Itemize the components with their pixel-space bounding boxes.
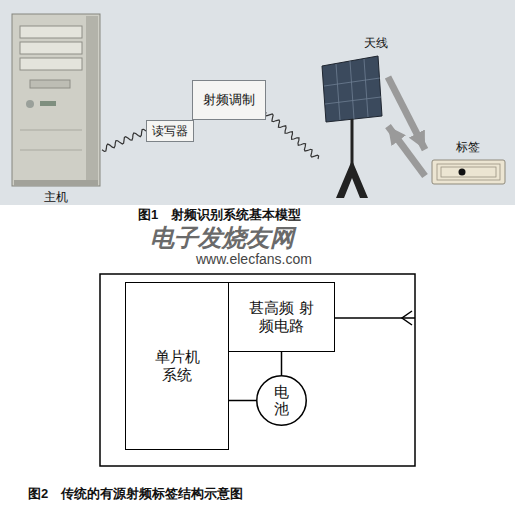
signal-arrow <box>388 126 425 176</box>
node-label: 单片机 系统 <box>152 348 202 384</box>
node-label: 电池 <box>274 384 289 417</box>
label-slot: 图1 射频识别系统基本模型 <box>138 206 301 224</box>
label-slot: 电子发烧友网 <box>150 222 294 254</box>
node-label: 读写器 <box>152 124 188 138</box>
modulation-box: 射频调制 <box>192 80 266 120</box>
wavy-cable <box>265 112 318 159</box>
rfid-tag: 标签 <box>425 140 510 188</box>
watermark-url: www.elecfans.com <box>196 251 312 267</box>
node-label: 主机 <box>44 190 68 204</box>
wire <box>229 400 256 402</box>
figure-caption: 图1 射频识别系统基本模型 <box>138 206 301 224</box>
battery-circle: 电池 <box>256 375 307 426</box>
battery-outline <box>257 376 306 425</box>
node-label: 射频调制 <box>203 92 255 108</box>
watermark: 电子发烧友网 <box>150 222 294 254</box>
figure-caption: 图2 传统的有源射频标签结构示意图 <box>28 485 243 503</box>
computer-tower <box>12 14 100 186</box>
antenna: 天线 <box>318 36 388 200</box>
tag-figure <box>432 160 505 184</box>
wire <box>281 352 283 375</box>
host-computer: 主机 <box>10 10 102 204</box>
antenna-symbol <box>402 311 412 325</box>
node-label: 天线 <box>364 36 388 50</box>
rf-circuit-box: 甚高频 射频电路 <box>228 282 335 352</box>
antenna-figure <box>322 56 382 198</box>
node-label: 甚高频 射频电路 <box>249 299 314 335</box>
node-label: 标签 <box>456 140 480 154</box>
reader-box: 读写器 <box>146 120 194 142</box>
caption-slot: 图2 传统的有源射频标签结构示意图 <box>28 485 243 503</box>
tag-housing <box>100 274 415 466</box>
label-slot: www.elecfans.com <box>196 251 312 267</box>
mcu-box: 单片机 系统 <box>125 282 229 450</box>
figure-background <box>0 0 515 205</box>
wavy-cable <box>102 129 146 151</box>
